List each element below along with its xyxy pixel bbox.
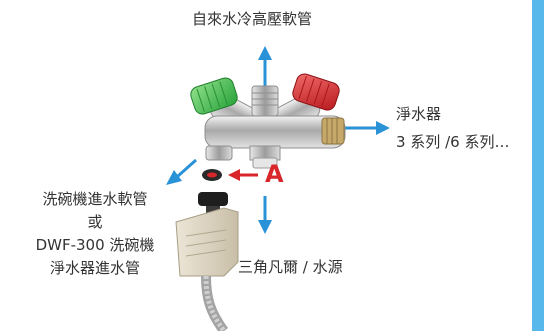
label-bottom-angle-valve: 三角凡爾 / 水源 <box>238 258 343 276</box>
label-right-filter: 淨水器 <box>396 105 442 123</box>
right-edge-bar <box>532 0 544 331</box>
arrow-right <box>344 121 390 135</box>
arrow-up <box>258 46 272 86</box>
marker-arrow <box>228 169 258 181</box>
part-a-marker: A <box>265 160 284 188</box>
rubber-washer <box>202 169 222 181</box>
label-left-filter-inlet: 淨水器進水管 <box>49 259 140 277</box>
label-top-hose: 自來水冷高壓軟管 <box>192 10 313 28</box>
red-valve-handle <box>292 73 340 111</box>
label-left-dwf: DWF-300 洗碗機 <box>35 236 155 254</box>
green-valve-handle <box>190 77 238 115</box>
arrow-down-left <box>166 158 197 185</box>
label-left-or: 或 <box>87 213 103 231</box>
dishwasher-hose-connector <box>175 192 239 331</box>
label-right-series: 3 系列 /6 系列… <box>396 133 510 151</box>
label-left-dishwasher-hose: 洗碗機進水軟管 <box>42 190 148 208</box>
arrow-down <box>258 196 272 234</box>
